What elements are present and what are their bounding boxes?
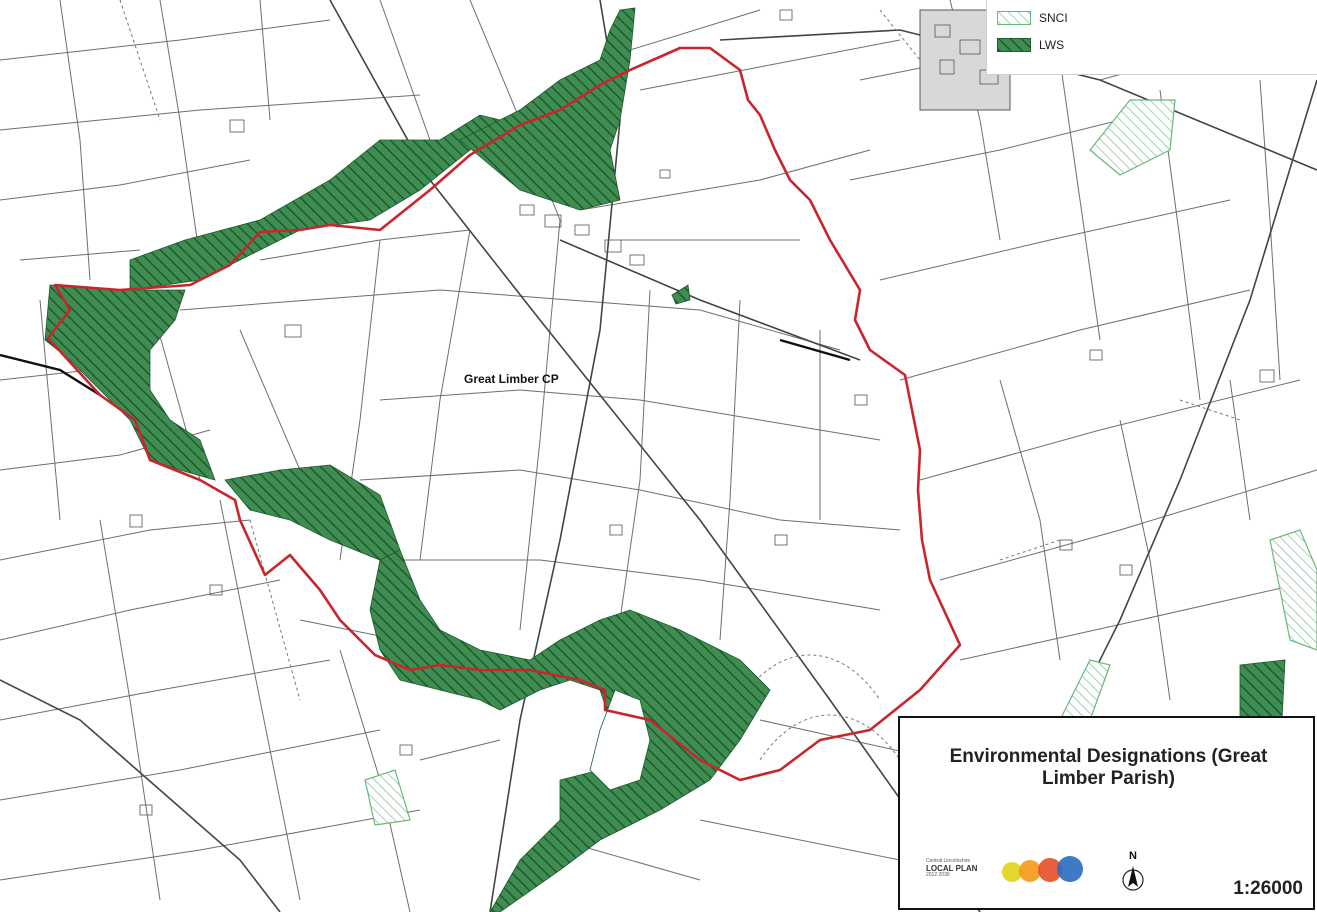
logo-circle-1 <box>1002 862 1022 882</box>
logo-circles-icon <box>1002 856 1083 882</box>
title-panel: Environmental Designations (Great Limber… <box>898 716 1315 910</box>
north-label: N <box>1129 850 1137 862</box>
local-plan-logo: Central Lincolnshire LOCAL PLAN 2012 203… <box>926 852 1086 888</box>
logo-line2: LOCAL PLAN <box>926 864 978 873</box>
snci-areas <box>364 99 1317 826</box>
map-scale: 1:26000 <box>1233 878 1303 899</box>
map-legend: SNCI LWS <box>986 0 1317 75</box>
legend-label-lws: LWS <box>1039 38 1065 52</box>
lws-areas <box>44 7 1286 912</box>
logo-years: 2012 2036 <box>926 872 950 878</box>
logo-circle-2 <box>1019 860 1041 882</box>
logo-circle-3 <box>1038 858 1062 882</box>
logo-line1: Central Lincolnshire <box>926 858 971 864</box>
north-arrow: N <box>1118 850 1148 896</box>
logo-circle-4 <box>1057 856 1083 882</box>
parish-boundary <box>46 46 962 782</box>
parish-label: Great Limber CP <box>464 372 559 386</box>
snci-swatch <box>997 11 1031 25</box>
north-arrow-icon <box>1122 866 1144 891</box>
legend-label-snci: SNCI <box>1039 11 1068 25</box>
lws-swatch <box>997 38 1031 52</box>
map-title: Environmental Designations (Great Limber… <box>949 746 1268 789</box>
legend-item-lws: LWS <box>997 36 1064 54</box>
legend-item-snci: SNCI <box>997 9 1068 27</box>
